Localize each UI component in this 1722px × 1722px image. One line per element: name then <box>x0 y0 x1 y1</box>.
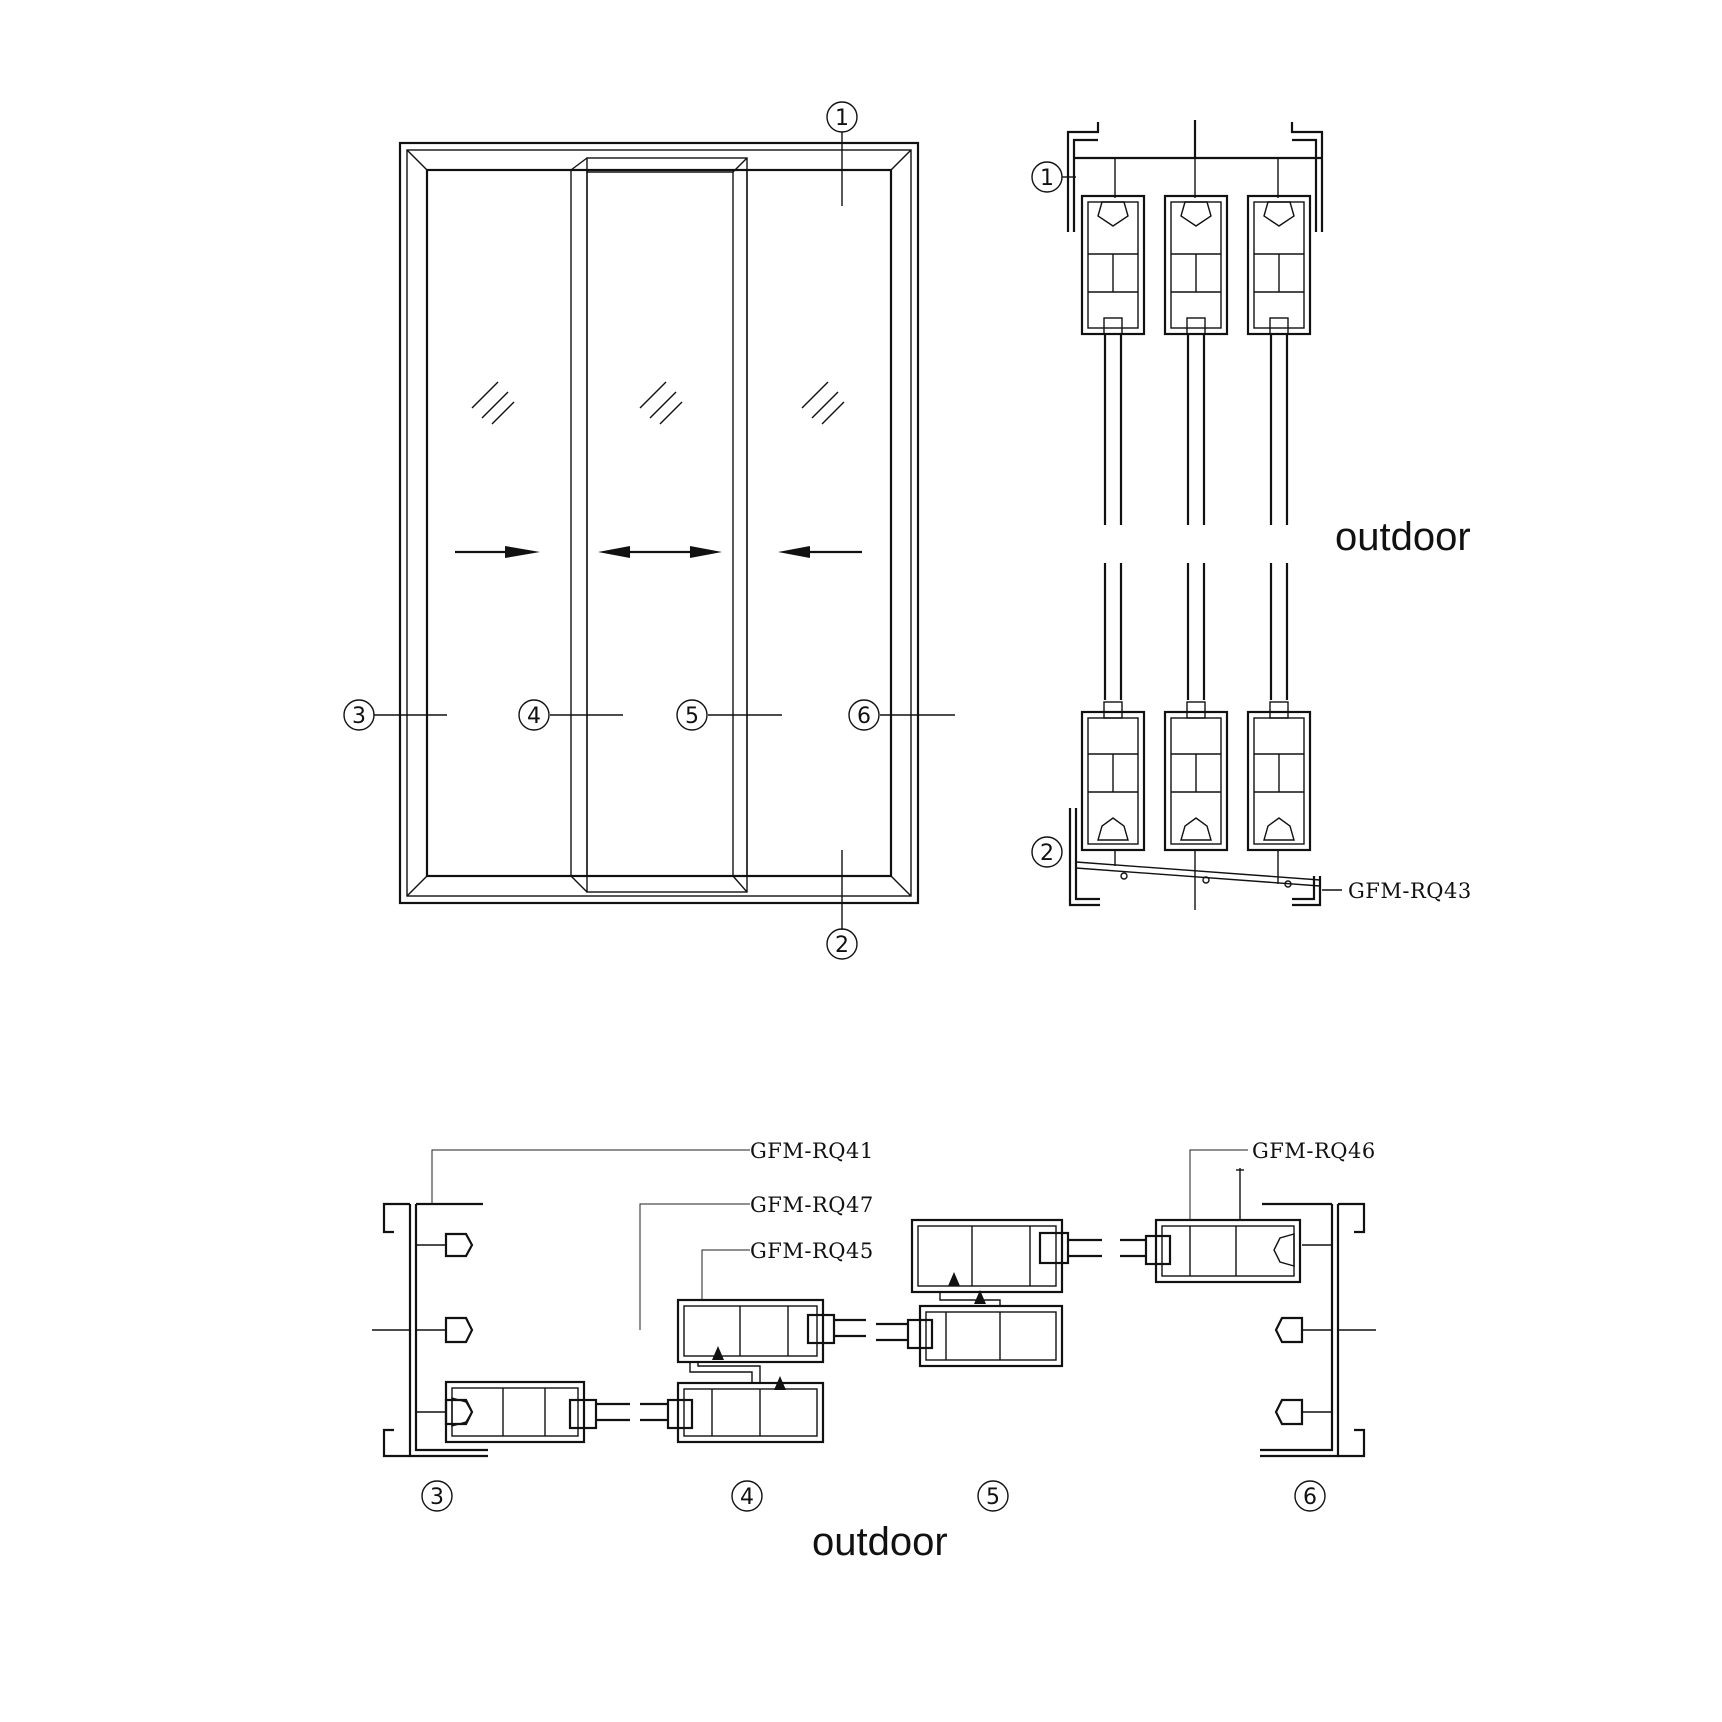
outdoor-label-bottom: outdoor <box>812 1520 948 1564</box>
arrow-left <box>778 546 862 558</box>
svg-text:3: 3 <box>352 704 366 729</box>
callout-4-elev: 4 <box>518 699 550 731</box>
bottom-glass-stubs <box>1103 563 1289 700</box>
callout-6-elev: 6 <box>848 699 880 731</box>
svg-text:1: 1 <box>835 106 849 131</box>
arrow-right <box>455 546 540 558</box>
svg-text:4: 4 <box>740 1485 754 1510</box>
part-label-rq41: GFM-RQ41 <box>750 1139 874 1163</box>
sash-profile-3 <box>444 1380 630 1444</box>
bottom-sash-1 <box>1080 701 1146 852</box>
bottom-sash-2 <box>1163 701 1229 852</box>
svg-text:5: 5 <box>685 704 699 729</box>
arrow-double <box>598 546 722 558</box>
callout-2-bottom: 2 <box>826 928 858 960</box>
glass-mark-middle <box>639 381 683 425</box>
callout-1-top: 1 <box>826 101 858 133</box>
callout-3-elev: 3 <box>343 699 375 731</box>
interlock-profile-4 <box>640 1298 866 1444</box>
horizontal-section: GFM-RQ41 GFM-RQ47 GFM-RQ45 GFM-RQ46 3 4 … <box>372 1139 1376 1564</box>
part-label-rq45: GFM-RQ45 <box>750 1239 874 1263</box>
callout-1-section: 1 <box>1031 161 1063 193</box>
door-elevation: 1 2 3 4 5 6 <box>343 101 955 960</box>
callout-5-elev: 5 <box>676 699 708 731</box>
sash-middle <box>570 157 748 893</box>
right-jamb-profile <box>1260 1202 1376 1458</box>
sash-profile-6 <box>1120 1168 1302 1284</box>
glass-mark-left <box>471 381 515 425</box>
top-sash-3 <box>1246 194 1312 525</box>
top-frame-profile <box>1066 120 1324 232</box>
callout-5-section: 5 <box>977 1480 1009 1512</box>
callout-6-section: 6 <box>1294 1480 1326 1512</box>
svg-text:2: 2 <box>1040 841 1054 866</box>
top-sash-2 <box>1163 194 1229 525</box>
top-sash-1 <box>1080 194 1146 525</box>
part-label-rq43: GFM-RQ43 <box>1348 879 1472 903</box>
vertical-section: 1 2 GFM-RQ43 outdoor <box>1031 120 1472 910</box>
svg-text:5: 5 <box>986 1485 1000 1510</box>
part-label-rq47: GFM-RQ47 <box>750 1193 874 1217</box>
svg-text:6: 6 <box>1303 1485 1317 1510</box>
outdoor-label-section: outdoor <box>1335 515 1471 559</box>
bottom-sash-3 <box>1246 701 1312 852</box>
glass-mark-right <box>801 381 845 425</box>
left-jamb-profile <box>372 1202 488 1458</box>
callout-2-section: 2 <box>1031 836 1063 868</box>
sash-left <box>426 157 588 877</box>
svg-text:3: 3 <box>430 1485 444 1510</box>
interlock-profile-5 <box>876 1218 1102 1368</box>
callout-3-section: 3 <box>421 1480 453 1512</box>
part-label-rq46: GFM-RQ46 <box>1252 1139 1376 1163</box>
svg-text:2: 2 <box>835 933 849 958</box>
callout-4-section: 4 <box>731 1480 763 1512</box>
bottom-frame-profile <box>1068 808 1322 910</box>
svg-text:1: 1 <box>1040 166 1054 191</box>
svg-text:4: 4 <box>527 704 541 729</box>
svg-text:6: 6 <box>857 704 871 729</box>
